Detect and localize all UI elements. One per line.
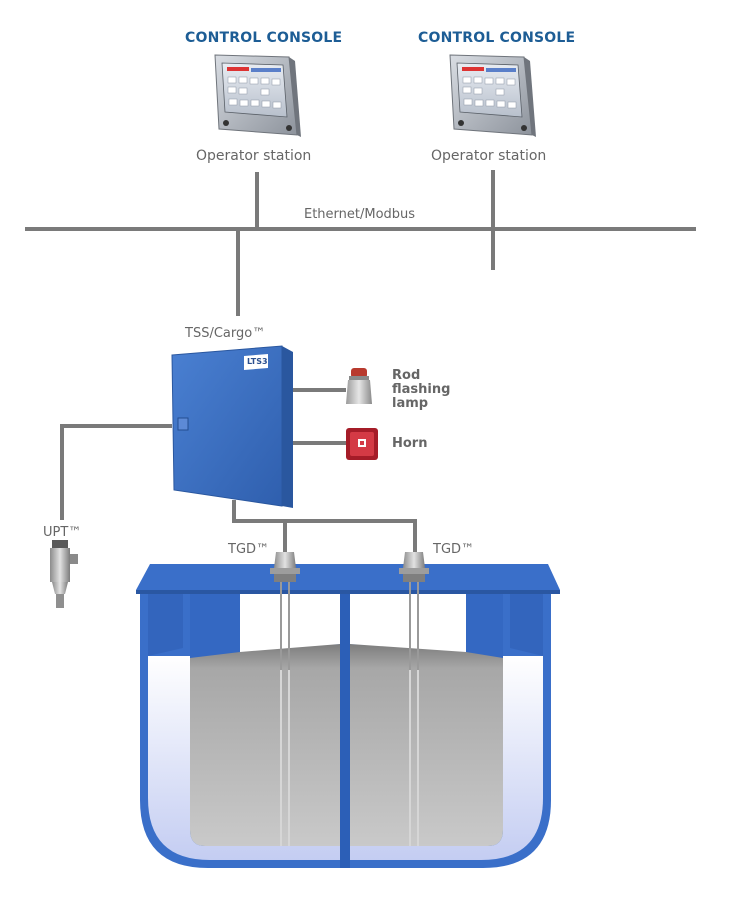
upt-sensor-icon	[50, 540, 78, 608]
console-title-right: CONTROL CONSOLE	[418, 30, 576, 46]
tgd-left-label: TGD™	[228, 542, 270, 557]
operator-station-right-label: Operator station	[431, 148, 547, 164]
cargo-tank	[136, 564, 560, 868]
cabinet-label: TSS/Cargo™	[185, 326, 266, 341]
operator-station-left-label: Operator station	[196, 148, 312, 164]
flashing-lamp-icon	[346, 368, 372, 404]
console-title-left: CONTROL CONSOLE	[185, 30, 343, 46]
horn-label: Horn	[392, 436, 428, 451]
cabinet-badge: LTS3	[247, 357, 268, 366]
network-label: Ethernet/Modbus	[304, 207, 416, 222]
monitor-right	[449, 54, 536, 137]
tgd-gauge-left-icon	[270, 552, 300, 846]
upt-cable	[60, 424, 172, 520]
lamp-label-line1: Rod	[392, 368, 421, 383]
monitor-left	[214, 54, 301, 137]
upt-label: UPT™	[43, 525, 82, 540]
network-lines	[25, 170, 696, 552]
horn-icon	[346, 428, 378, 460]
cabinet-illustration	[171, 345, 293, 508]
lamp-label-line2: flashing	[392, 382, 451, 397]
tgd-right-label: TGD™	[433, 542, 475, 557]
tgd-bus-cable	[232, 500, 417, 552]
tgd-gauge-right-icon	[399, 552, 429, 846]
lamp-label-line3: lamp	[392, 396, 429, 411]
